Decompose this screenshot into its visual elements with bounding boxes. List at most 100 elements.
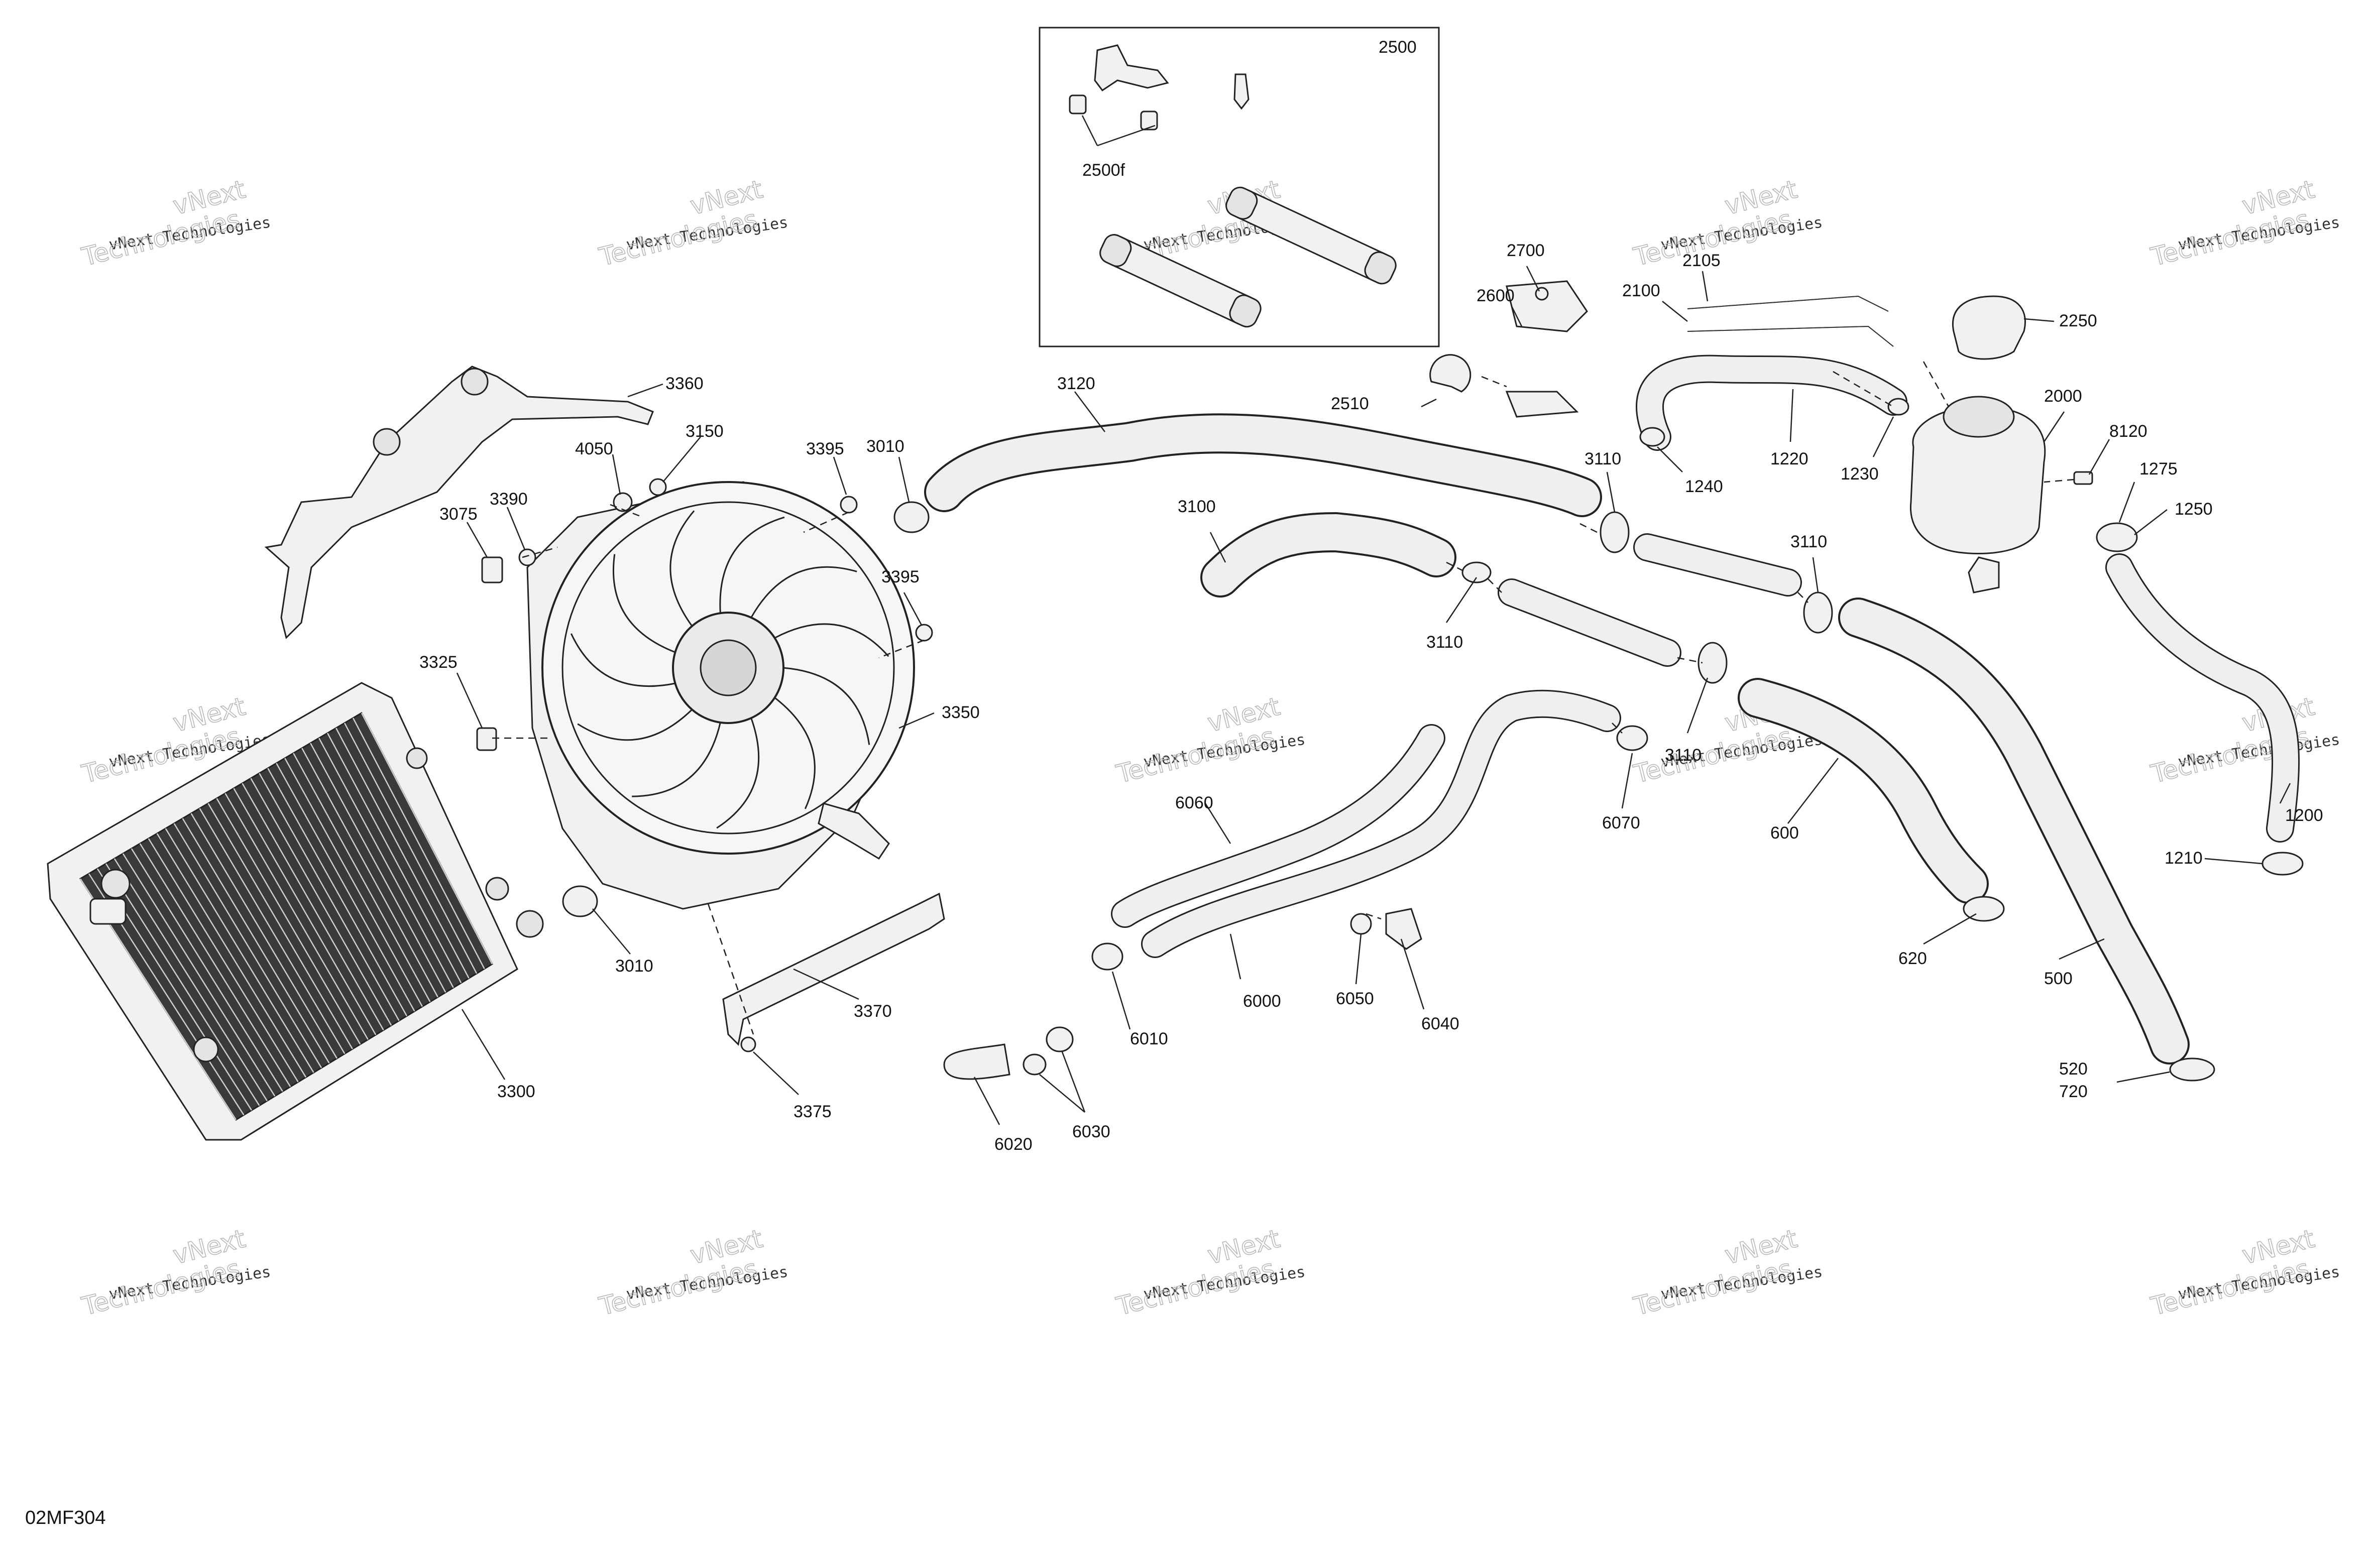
kit-2500-box (1039, 27, 1440, 347)
callout-720: 720 (2059, 1082, 2088, 1101)
watermark-outline-text: Technologies (596, 1254, 760, 1321)
callout-3395-a: 3395 (806, 439, 844, 458)
radiator-fin (216, 798, 361, 1045)
hose-1200 (2105, 553, 2300, 843)
callout-2500f: 2500f (1082, 161, 1125, 180)
fan-blade (774, 697, 816, 809)
fan-blade (719, 516, 785, 614)
fan-blade (632, 722, 721, 797)
callout-4050: 4050 (575, 439, 613, 458)
watermark-outline-text: Technologies (596, 204, 760, 272)
radiator-fin (250, 778, 392, 1026)
callout-2105: 2105 (1682, 251, 1721, 270)
clamps-3110 (1461, 511, 1833, 684)
fan-blade (612, 554, 676, 653)
callout-2700: 2700 (1507, 241, 1545, 260)
hose-6000 (1141, 689, 1621, 958)
radiator-fin (156, 833, 307, 1078)
radiator-fin (173, 823, 322, 1069)
callout-1275: 1275 (2139, 459, 2178, 479)
leader-lines (456, 115, 2291, 1125)
radiator-fin (139, 843, 291, 1087)
hose-600 (1738, 678, 1989, 904)
radiator-fin (105, 863, 260, 1106)
radiator-fin (182, 818, 330, 1063)
watermark-outline-text: Technologies (1631, 722, 1795, 789)
callout-500: 500 (2044, 969, 2073, 988)
tube-3110-upper (1633, 533, 1802, 597)
fan-blade (570, 633, 675, 687)
fan-blade (774, 623, 889, 657)
callout-620: 620 (1898, 949, 1927, 968)
watermark-outline-text: Technologies (79, 204, 243, 272)
hose-500 (1838, 598, 2190, 1064)
radiator-fin (148, 838, 299, 1083)
callout-3360: 3360 (665, 374, 704, 393)
hose-6060 (1111, 724, 1445, 928)
hose-3120 (924, 413, 1602, 517)
callout-1230: 1230 (1841, 464, 1879, 484)
radiator-fin (284, 758, 423, 1007)
callout-2100: 2100 (1622, 281, 1660, 300)
fan-3350 (526, 481, 915, 910)
callout-2500: 2500 (1379, 38, 1417, 57)
watermark-outline-text: Technologies (79, 1254, 243, 1321)
callout-1240: 1240 (1685, 477, 1723, 496)
callout-6000: 6000 (1243, 992, 1281, 1011)
callout-3325: 3325 (419, 653, 458, 672)
radiator-fin (352, 718, 485, 969)
radiator-fin (190, 813, 337, 1059)
callout-6070: 6070 (1602, 813, 1640, 833)
radiator-fin (233, 788, 377, 1035)
radiator-fins (79, 713, 493, 1120)
callout-3100: 3100 (1178, 497, 1216, 516)
watermark-outline-text: Technologies (2148, 204, 2312, 272)
callout-6030: 6030 (1072, 1122, 1110, 1141)
radiator-fin (259, 773, 400, 1021)
fan-blades (570, 510, 889, 829)
watermark-outline-text: Technologies (1113, 1254, 1278, 1321)
fan-blade (750, 566, 857, 618)
callout-2600: 2600 (1477, 286, 1515, 305)
callout-520: 520 (2059, 1059, 2088, 1079)
callout-6040: 6040 (1421, 1014, 1459, 1033)
hose-3100 (1200, 512, 1456, 598)
callout-3110-c: 3110 (1790, 532, 1827, 551)
callout-3110-b: 3110 (1426, 633, 1463, 652)
callout-2510: 2510 (1331, 394, 1369, 413)
drawing-reference: 02MF304 (25, 1507, 106, 1528)
callout-6060: 6060 (1175, 793, 1213, 812)
callout-1220: 1220 (1770, 449, 1808, 468)
callout-2250: 2250 (2059, 311, 2097, 330)
callout-3395-b: 3395 (881, 567, 920, 586)
callout-3375: 3375 (794, 1102, 832, 1121)
cap-2250 (1952, 295, 2026, 360)
fan-blade (716, 718, 760, 829)
callout-3390: 3390 (490, 490, 528, 509)
radiator-fin (207, 803, 353, 1049)
radiator-fin (301, 748, 438, 998)
callout-3110-d: 3110 (1665, 746, 1702, 765)
callout-3110-a: 3110 (1584, 449, 1621, 468)
fan-blade (783, 667, 870, 745)
callout-3010-b: 3010 (615, 957, 653, 976)
callout-6020: 6020 (994, 1135, 1033, 1154)
callout-1210: 1210 (2165, 849, 2203, 868)
callout-600: 600 (1770, 823, 1799, 843)
callout-3300: 3300 (497, 1082, 535, 1101)
hose-1220 (1636, 354, 1907, 451)
radiator-fin (267, 768, 408, 1016)
radiator-fin (122, 853, 276, 1097)
radiator-fin (199, 808, 346, 1054)
fan-blade (669, 510, 695, 627)
radiator-fin (310, 743, 446, 993)
radiator-fin (131, 848, 283, 1092)
